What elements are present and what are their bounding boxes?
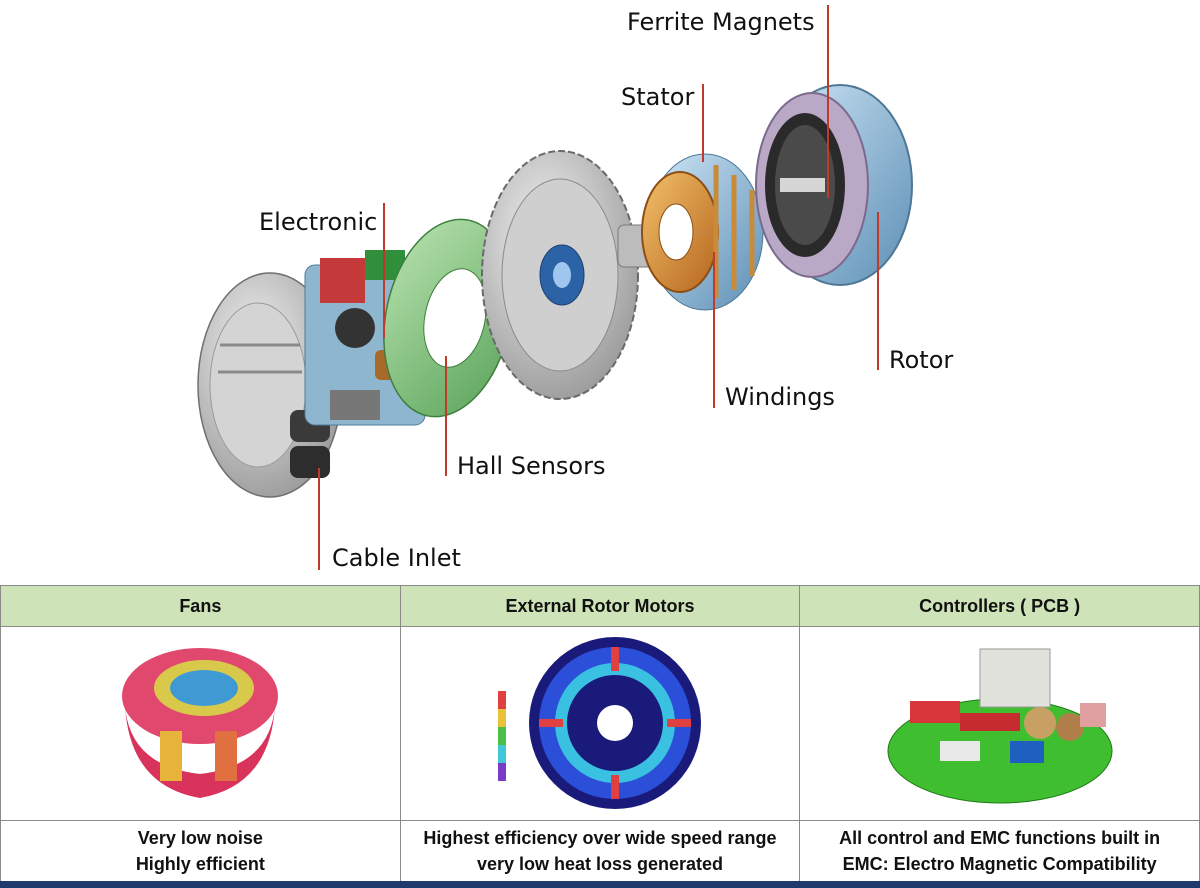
label-hall-sensors: Hall Sensors [457,452,606,480]
label-rotor: Rotor [889,346,954,374]
column-header-fans: Fans [0,585,401,627]
column-header-controllers: Controllers ( PCB ) [799,585,1200,627]
controllers-description: All control and EMC functions built in E… [799,820,1200,882]
rotor [755,84,913,286]
product-table: Fans External Rotor Motors Controllers (… [0,585,1200,882]
column-header-motors: External Rotor Motors [399,585,801,627]
callout-lines [318,5,879,570]
exploded-motor-diagram [197,5,913,570]
pcb-image-cell [799,626,1200,821]
bottom-bar [0,881,1200,888]
fans-line-2: Highly efficient [135,854,265,874]
label-cable-inlet: Cable Inlet [332,544,461,572]
motors-description: Highest efficiency over wide speed range… [399,820,801,882]
pcb-board-image [887,648,1113,804]
label-windings: Windings [725,383,835,411]
fan-impeller-image [122,648,279,798]
motors-line-2: very low heat loss generated [476,854,724,874]
flange [481,150,639,400]
controllers-line-2: EMC: Electro Magnetic Compatibility [842,854,1157,874]
fans-description: Very low noise Highly efficient [0,820,401,882]
controllers-line-1: All control and EMC functions built in [839,828,1161,848]
fem-simulation-image [497,637,701,809]
label-ferrite-magnets: Ferrite Magnets [627,8,815,36]
label-stator: Stator [621,83,695,111]
fan-image-cell [0,626,401,821]
stator [641,153,764,311]
label-electronic: Electronic [259,208,378,236]
motors-line-1: Highest efficiency over wide speed range [423,828,777,848]
fem-image-cell [399,626,801,821]
fans-line-1: Very low noise [137,828,263,848]
